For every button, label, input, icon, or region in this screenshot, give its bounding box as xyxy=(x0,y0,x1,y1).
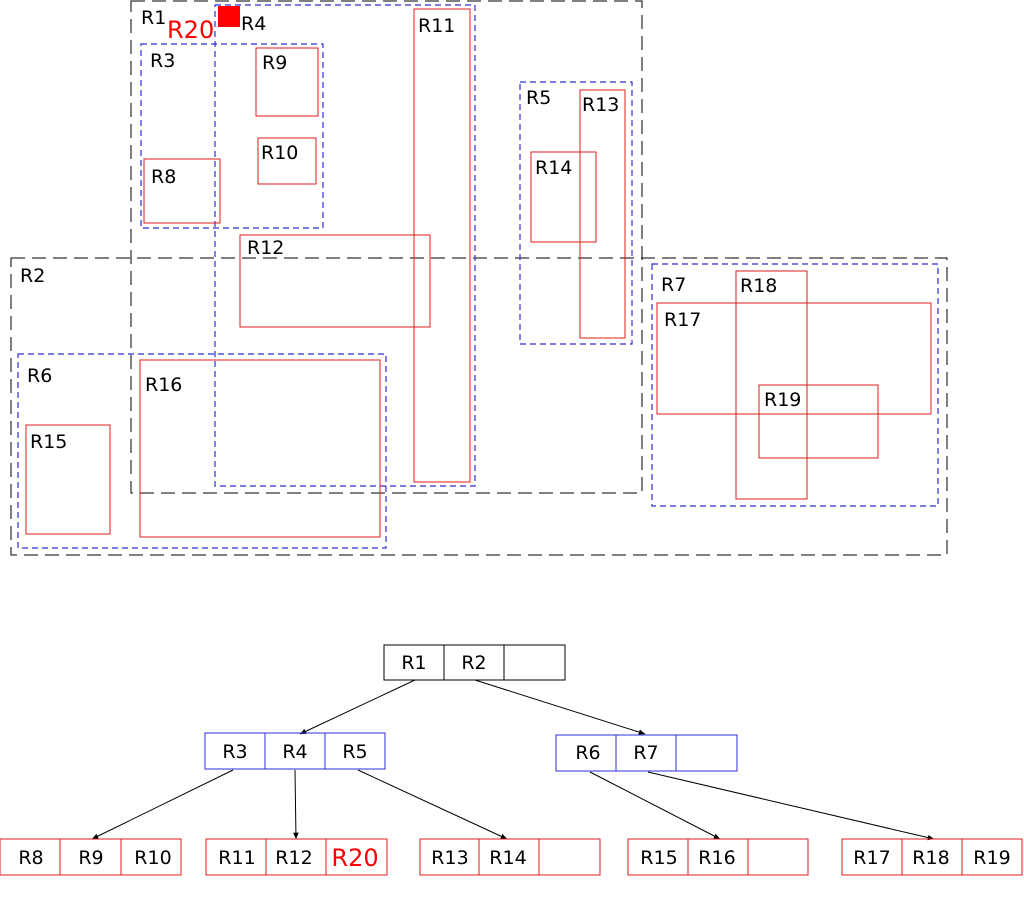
leaf-entry-r14: R14 xyxy=(489,847,526,869)
leaf-entry-r15: R15 xyxy=(640,847,677,869)
tree-node-root: R1 R2 xyxy=(383,644,566,681)
leaf-entry-r16: R16 xyxy=(698,847,735,869)
leaf-entry-r11: R11 xyxy=(218,847,255,869)
mbr-r14 xyxy=(530,151,597,243)
node-entry-r1: R1 xyxy=(401,652,426,674)
edge-r3-to-leaf1 xyxy=(91,769,234,840)
leaf-entry-r8: R8 xyxy=(18,847,43,869)
mbr-r4 xyxy=(214,4,476,487)
label-r11: R11 xyxy=(418,15,455,37)
mbr-r10 xyxy=(257,137,317,185)
edge-r5-to-leaf3 xyxy=(357,769,508,840)
mbr-r7 xyxy=(651,263,939,507)
edge-r6-to-leaf4 xyxy=(589,771,721,840)
label-r3: R3 xyxy=(150,50,175,72)
edge-r4-to-leaf2 xyxy=(293,769,299,840)
mbr-r9 xyxy=(255,47,319,117)
label-r14: R14 xyxy=(535,157,572,179)
tree-leaf-node-5: R17 R18 R19 xyxy=(841,838,1023,876)
label-r18: R18 xyxy=(740,275,777,297)
mbr-r1 xyxy=(130,0,643,494)
label-r13: R13 xyxy=(582,94,619,116)
edge-r1-to-level1-left xyxy=(299,679,416,735)
r20-object-marker xyxy=(218,6,240,27)
tree-node-level1-left: R3 R4 R5 xyxy=(204,732,386,770)
tree-node-level1-right: R6 R7 xyxy=(555,734,738,772)
leaf-entry-r18: R18 xyxy=(912,847,949,869)
mbr-r17 xyxy=(656,302,932,415)
leaf-entry-r9: R9 xyxy=(78,847,103,869)
label-r2: R2 xyxy=(20,265,45,287)
leaf-entry-r12: R12 xyxy=(275,847,312,869)
label-r1: R1 xyxy=(141,7,166,29)
tree-leaf-node-3: R13 R14 xyxy=(419,838,601,876)
label-r10: R10 xyxy=(261,142,298,164)
label-r6: R6 xyxy=(27,365,52,387)
label-r19: R19 xyxy=(764,389,801,411)
node-entry-r3: R3 xyxy=(222,741,247,763)
label-r15: R15 xyxy=(30,431,67,453)
label-r5: R5 xyxy=(526,87,551,109)
edge-r7-to-leaf5 xyxy=(647,771,935,841)
tree-leaf-node-1: R8 R9 R10 xyxy=(0,838,182,876)
leaf-entry-r13: R13 xyxy=(431,847,468,869)
mbr-r2 xyxy=(10,257,948,556)
spatial-view: R1 R20 R4 R11 R3 R9 R10 R8 R5 R13 R14 R1… xyxy=(10,0,948,556)
node-entry-r4: R4 xyxy=(282,741,307,763)
node-entry-r7: R7 xyxy=(633,742,658,764)
mbr-r6 xyxy=(17,353,387,549)
mbr-r5 xyxy=(519,81,633,345)
mbr-r11 xyxy=(413,8,471,483)
edge-r2-to-level1-right xyxy=(474,679,646,735)
leaf-entry-r20: R20 xyxy=(331,844,378,872)
mbr-r19 xyxy=(758,384,879,459)
leaf-entry-r19: R19 xyxy=(973,847,1010,869)
node-entry-r6: R6 xyxy=(575,742,600,764)
tree-edges xyxy=(91,679,935,841)
tree-leaf-node-2: R11 R12 R20 xyxy=(205,838,388,876)
mbr-r12 xyxy=(239,234,431,328)
node-entry-r2: R2 xyxy=(461,652,486,674)
mbr-r8 xyxy=(143,158,221,224)
mbr-r16 xyxy=(139,359,381,538)
leaf-entry-r10: R10 xyxy=(134,847,171,869)
label-r7: R7 xyxy=(661,274,686,296)
label-r16: R16 xyxy=(145,374,182,396)
node-entry-r5: R5 xyxy=(342,741,367,763)
mbr-r15 xyxy=(25,424,111,535)
label-r12: R12 xyxy=(247,237,284,259)
label-r9: R9 xyxy=(262,52,287,74)
leaf-entry-r17: R17 xyxy=(853,847,890,869)
label-r17: R17 xyxy=(664,309,701,331)
tree-leaf-node-4: R15 R16 xyxy=(627,838,809,876)
mbr-r13 xyxy=(579,89,626,339)
label-r20: R20 xyxy=(167,16,214,44)
label-r8: R8 xyxy=(151,166,176,188)
mbr-r3 xyxy=(140,43,324,229)
label-r4: R4 xyxy=(241,13,266,35)
